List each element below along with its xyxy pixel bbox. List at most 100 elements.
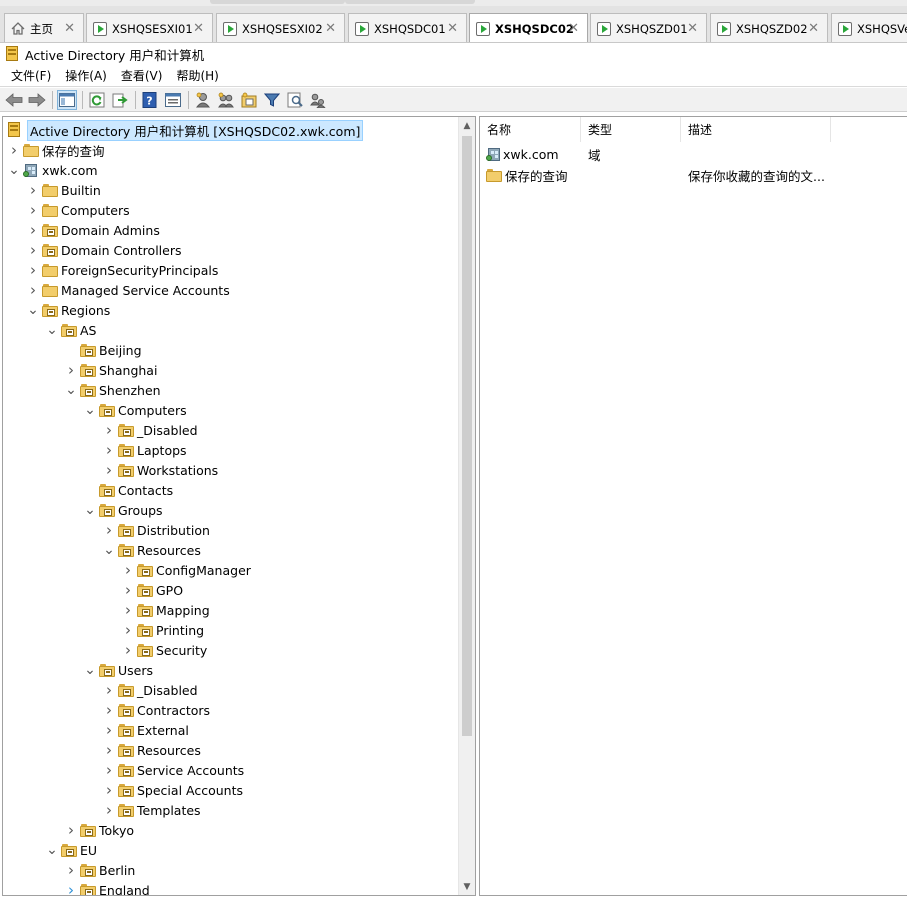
tab-xshqsdc02[interactable]: XSHQSDC02 ✕ [469,13,588,42]
tree-item[interactable]: ⌄Regions [26,300,110,320]
expand-chevron-icon[interactable]: › [106,761,112,779]
tree-item[interactable]: ›Templates [102,800,201,820]
tree-item[interactable]: ›Domain Admins [26,220,160,240]
tree-item[interactable]: ›Laptops [102,440,187,460]
properties-icon[interactable] [163,90,183,110]
tree-scrollbar[interactable]: ▲ ▼ [458,117,475,895]
collapse-chevron-icon[interactable]: ⌄ [84,502,96,518]
tree-item[interactable]: ›ForeignSecurityPrincipals [26,260,218,280]
tree-item[interactable]: ›Printing [121,620,204,640]
collapse-chevron-icon[interactable]: ⌄ [84,662,96,678]
tab-xshqsesxi01[interactable]: XSHQSESXI01 ✕ [86,13,213,42]
collapse-chevron-icon[interactable]: ⌄ [84,402,96,418]
new-ou-icon[interactable] [239,90,259,110]
tree-item[interactable]: ›Workstations [102,460,218,480]
tree-item[interactable]: ›Contractors [102,700,210,720]
tree-item[interactable]: ⌄xwk.com [7,160,97,180]
tab-xshqszd02[interactable]: XSHQSZD02 ✕ [710,13,828,42]
tree-item[interactable]: ›Managed Service Accounts [26,280,230,300]
menu-file[interactable]: 文件(F) [11,69,52,83]
expand-chevron-icon[interactable]: › [106,681,112,699]
tree-item[interactable]: Active Directory 用户和计算机 [XSHQSDC02.xwk.c… [7,119,364,141]
expand-chevron-icon[interactable]: › [106,701,112,719]
close-icon[interactable]: ✕ [808,21,819,36]
close-icon[interactable]: ✕ [447,21,458,36]
tree-item[interactable]: ›Berlin [64,860,135,880]
expand-chevron-icon[interactable]: › [106,461,112,479]
new-group-icon[interactable] [216,90,236,110]
forward-icon[interactable] [27,90,47,110]
scrollbar-thumb[interactable] [462,136,472,736]
expand-chevron-icon[interactable]: › [30,181,36,199]
tree-item[interactable]: ⌄Resources [102,540,201,560]
close-icon[interactable]: ✕ [64,21,75,36]
tree-item[interactable]: ›_Disabled [102,420,198,440]
close-icon[interactable]: ✕ [325,21,336,36]
expand-chevron-icon[interactable]: › [106,781,112,799]
find-icon[interactable] [285,90,305,110]
tree-item[interactable]: ⌄Users [83,660,153,680]
collapse-chevron-icon[interactable]: ⌄ [103,542,115,558]
refresh-icon[interactable] [87,90,107,110]
tree-item[interactable]: Contacts [83,480,173,500]
tree-item[interactable]: ⌄Computers [83,400,187,420]
collapse-chevron-icon[interactable]: ⌄ [8,162,20,178]
tree-item[interactable]: ›ConfigManager [121,560,251,580]
column-header-name[interactable]: 名称 [480,117,581,142]
tab-xshqsesxi02[interactable]: XSHQSESXI02 ✕ [216,13,345,42]
export-list-icon[interactable] [110,90,130,110]
expand-chevron-icon[interactable]: › [30,221,36,239]
expand-chevron-icon[interactable]: › [30,241,36,259]
tree-item[interactable]: ›GPO [121,580,183,600]
tree-item[interactable]: ›Mapping [121,600,210,620]
new-user-icon[interactable] [193,90,213,110]
collapse-chevron-icon[interactable]: ⌄ [46,322,58,338]
tab-xshqsvee[interactable]: XSHQSVee [831,13,907,42]
menu-action[interactable]: 操作(A) [65,69,107,83]
details-pane[interactable]: 名称 类型 描述 xwk.com 域 保存的查询 保存你收藏的查询的文... [479,116,907,896]
close-icon[interactable]: ✕ [193,21,204,36]
expand-chevron-icon[interactable]: › [68,821,74,839]
expand-chevron-icon[interactable]: › [30,281,36,299]
close-icon[interactable]: ✕ [568,21,579,36]
tree-item[interactable]: ⌄Groups [83,500,162,520]
scroll-up-icon[interactable]: ▲ [463,120,471,131]
expand-chevron-icon[interactable]: › [106,521,112,539]
tree-item[interactable]: ⌄EU [45,840,97,860]
expand-chevron-icon[interactable]: › [68,881,74,896]
help-icon[interactable]: ? [140,90,160,110]
tree-item[interactable]: ›Domain Controllers [26,240,181,260]
tree-item[interactable]: ›Builtin [26,180,101,200]
expand-chevron-icon[interactable]: › [68,361,74,379]
tree-item[interactable]: ›Shanghai [64,360,157,380]
list-item[interactable]: xwk.com 域 [480,144,907,164]
tree-item[interactable]: ⌄AS [45,320,96,340]
expand-chevron-icon[interactable]: › [125,561,131,579]
collapse-chevron-icon[interactable]: ⌄ [65,382,77,398]
tree-item[interactable]: ›保存的查询 [7,140,105,160]
expand-chevron-icon[interactable]: › [125,601,131,619]
column-header-description[interactable]: 描述 [681,117,831,142]
expand-chevron-icon[interactable]: › [125,581,131,599]
expand-chevron-icon[interactable]: › [125,641,131,659]
tab-xshqsdc01[interactable]: XSHQSDC01 ✕ [348,13,467,42]
tab-home[interactable]: 主页 ✕ [4,13,84,42]
tree-item[interactable]: ›England [64,880,150,896]
tree-item[interactable]: ›External [102,720,189,740]
tree-item[interactable]: ›Computers [26,200,130,220]
tree-item[interactable]: Beijing [64,340,142,360]
expand-chevron-icon[interactable]: › [106,721,112,739]
tree-item[interactable]: ›Service Accounts [102,760,244,780]
expand-chevron-icon[interactable]: › [68,861,74,879]
expand-chevron-icon[interactable]: › [125,621,131,639]
add-to-group-icon[interactable] [308,90,328,110]
scroll-down-icon[interactable]: ▼ [463,881,471,892]
expand-chevron-icon[interactable]: › [30,261,36,279]
expand-chevron-icon[interactable]: › [106,741,112,759]
expand-chevron-icon[interactable]: › [106,421,112,439]
expand-chevron-icon[interactable]: › [106,441,112,459]
expand-chevron-icon[interactable]: › [30,201,36,219]
collapse-chevron-icon[interactable]: ⌄ [46,842,58,858]
console-tree[interactable]: Active Directory 用户和计算机 [XSHQSDC02.xwk.c… [2,116,476,896]
tab-xshqszd01[interactable]: XSHQSZD01 ✕ [590,13,707,42]
